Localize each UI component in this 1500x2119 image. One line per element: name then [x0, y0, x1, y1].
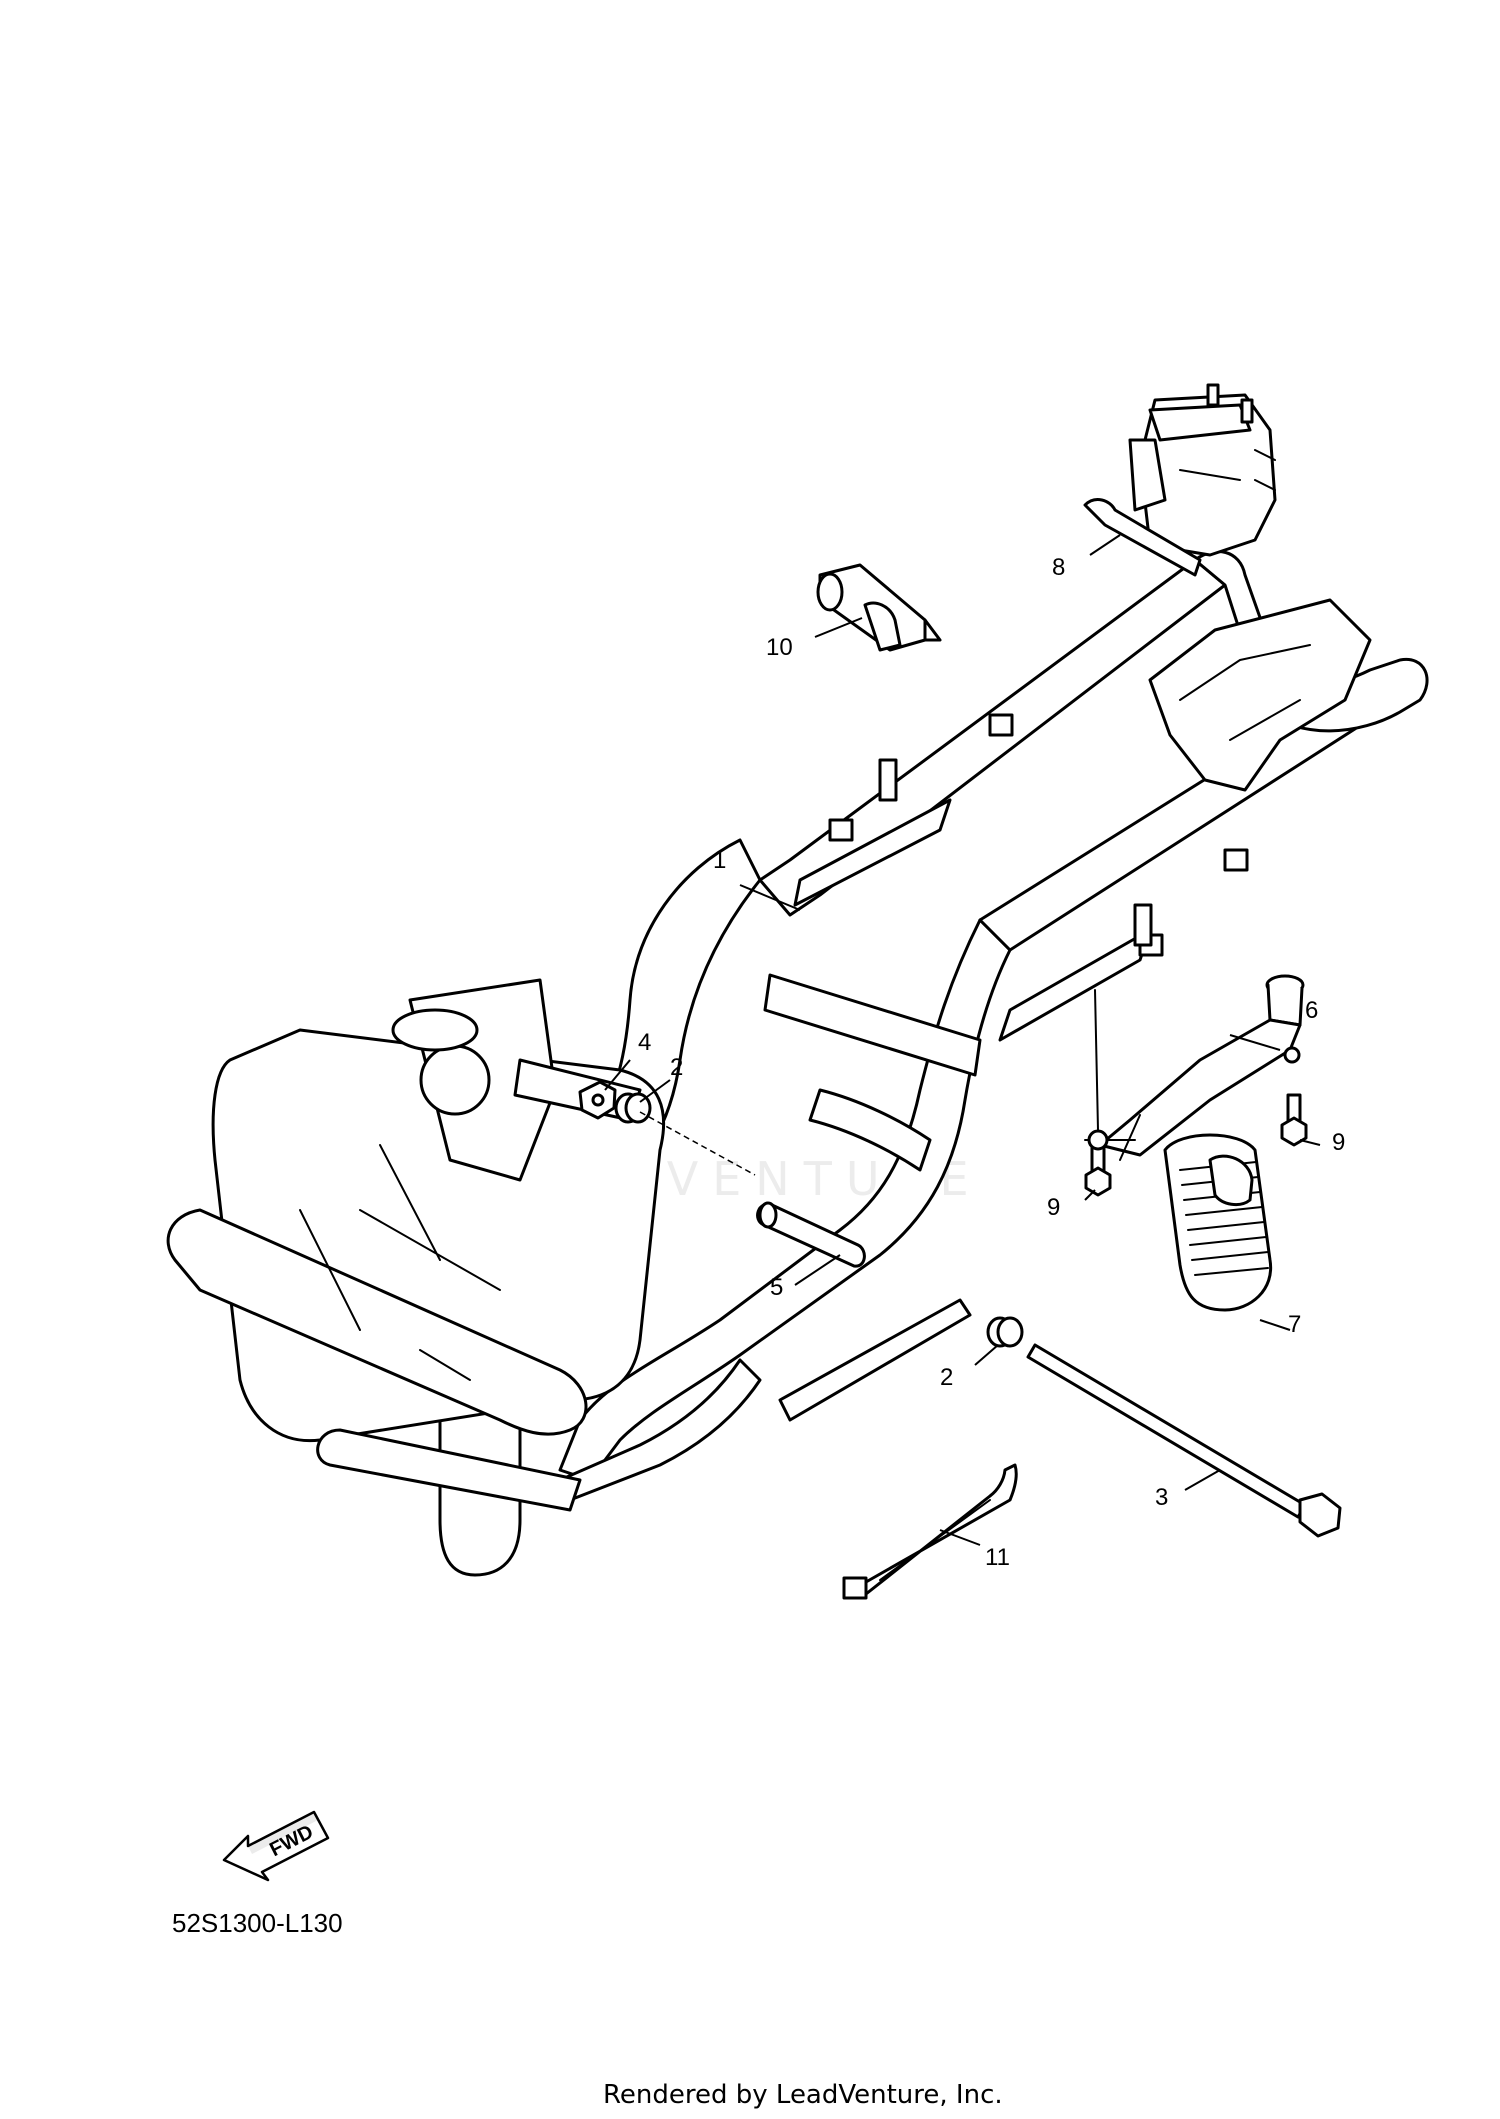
leader-lines	[604, 534, 1321, 1546]
part-rear-box	[1083, 383, 1277, 577]
callout-5: 5	[770, 1274, 783, 1301]
callout-2-lower: 2	[940, 1364, 953, 1391]
callout-9-lower: 9	[1047, 1194, 1060, 1221]
part-collar-lower	[986, 1316, 1024, 1348]
part-bracket	[1084, 974, 1305, 1161]
part-clamp	[816, 563, 942, 652]
part-pipe	[756, 1201, 866, 1268]
part-bolt-upper	[1280, 1093, 1308, 1147]
footer-credit: Rendered by LeadVenture, Inc.	[603, 2080, 1003, 2110]
part-cable-tie	[842, 1463, 1018, 1600]
forward-arrow-icon: FWD	[222, 1810, 330, 1882]
part-collar-upper	[614, 1092, 652, 1124]
forward-arrow: FWD	[222, 1808, 332, 1884]
diagram-code: 52S1300-L130	[172, 1908, 343, 1938]
callout-6: 6	[1305, 997, 1318, 1024]
callout-8: 8	[1052, 554, 1065, 581]
callout-2-upper: 2	[670, 1054, 683, 1081]
part-air-duct	[1163, 1133, 1273, 1312]
callout-9-upper: 9	[1332, 1129, 1345, 1156]
callout-10: 10	[766, 634, 793, 661]
callout-11: 11	[985, 1544, 1010, 1571]
callout-4: 4	[638, 1029, 651, 1056]
part-bolt-lower	[1084, 989, 1112, 1197]
part-frame-front	[166, 978, 666, 1512]
part-bolt	[1026, 1343, 1342, 1538]
part-nut	[578, 1080, 617, 1120]
callout-7: 7	[1288, 1311, 1301, 1338]
callout-3: 3	[1155, 1484, 1168, 1511]
callout-1: 1	[713, 847, 726, 874]
part-frame	[438, 550, 1429, 1577]
assembly-line	[639, 1111, 756, 1176]
